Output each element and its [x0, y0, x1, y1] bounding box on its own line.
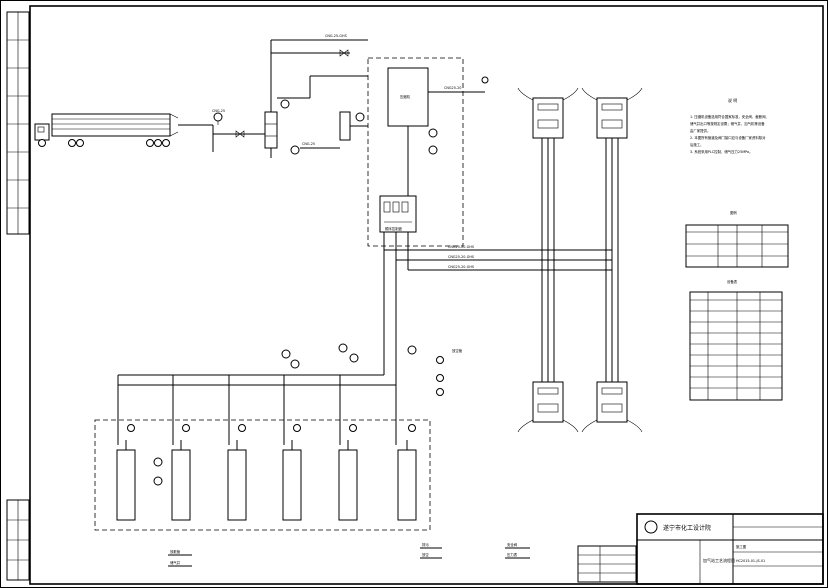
notes-line: 后施工。 — [690, 142, 704, 147]
bottom-label: 放空 — [422, 552, 429, 557]
svg-text:CNG-25: CNG-25 — [302, 142, 315, 146]
drain-valve — [153, 476, 163, 486]
top-line-tag: CNG-25-GHS — [325, 34, 347, 38]
drain-valve — [153, 457, 163, 467]
institute-logo-icon — [644, 520, 658, 534]
notes-line: 1. 压缩机设备选用符合国家标准，安全阀、截断阀、 — [690, 114, 769, 119]
legend-table: 图例 — [685, 210, 789, 268]
storage-area: 放空管 — [94, 343, 463, 531]
sequence-panel: 顺序控制盘 — [379, 195, 417, 233]
bottom-label: 储气井 — [170, 560, 181, 565]
feed-line: CNG-25 — [178, 109, 265, 152]
top-bypass-line: CNG-25-GHS — [271, 34, 368, 57]
dispenser-group — [517, 87, 643, 433]
dispenser — [517, 381, 579, 433]
compressor-label: 压缩机 — [400, 94, 411, 99]
storage-cylinder — [282, 375, 302, 521]
dryer — [264, 40, 368, 158]
sequence-panel-label: 顺序控制盘 — [385, 226, 403, 231]
institute-name: 遂宁市化工设计院 — [663, 524, 711, 532]
bottom-label: 安全阀 — [507, 542, 518, 547]
equipment-table-heading: 设备表 — [727, 279, 738, 284]
bottom-label: 压力表 — [507, 552, 518, 557]
header-c-tag: CNG25-20-GHS — [448, 265, 474, 269]
supply-headers: CNG25-20-GHS CNG25-20-GHS CNG25-20-GHS — [383, 232, 612, 385]
header-b-tag: CNG25-20-GHS — [448, 255, 474, 259]
bottom-label: 放散管 — [170, 549, 181, 554]
notes-heading: 说 明 — [728, 97, 737, 103]
revision-table — [577, 545, 637, 583]
notes-line: 储气井出口等按规定设置；储气井、加气机等设备 — [690, 121, 765, 126]
revision-strip — [6, 11, 30, 581]
legend-heading: 图例 — [730, 210, 737, 215]
tube-trailer — [34, 113, 179, 147]
notes-line: 2. 本图所有管道及阀门接口应与设备厂家资料核对 — [690, 135, 766, 140]
bottom-label: 排污 — [422, 542, 429, 547]
compressor — [387, 67, 429, 127]
drawing-number: HC2015-01-JS-01 — [736, 559, 765, 563]
storage-cylinder — [171, 375, 191, 521]
dispenser — [581, 87, 643, 139]
storage-cylinder — [338, 375, 358, 521]
drawing-title: 加气站工艺流程图 — [703, 557, 735, 563]
vent-tag: 放空管 — [452, 348, 463, 353]
feed-tag: CNG-25 — [212, 109, 225, 113]
sheet-inner-border — [29, 5, 824, 585]
svg-text:CNG25-20: CNG25-20 — [444, 86, 461, 90]
storage-cylinder — [395, 385, 417, 521]
storage-cylinder — [227, 375, 247, 521]
header-a-tag: CNG25-20-GHS — [448, 245, 474, 249]
notes-block: 说 明 1. 压缩机设备选用符合国家标准，安全阀、截断阀、 储气井出口等按规定设… — [690, 97, 769, 154]
drawing-stage: 施工图 — [736, 544, 747, 549]
dispenser — [581, 381, 643, 433]
notes-line: 由厂家提供。 — [690, 128, 710, 133]
bottom-labels: 放散管 储气井 排污 放空 安全阀 压力表 — [168, 542, 530, 567]
dispenser — [517, 87, 579, 139]
equipment-table: 设备表 — [689, 279, 783, 401]
notes-line: 3. 系统采用PLC控制，储气压力25MPa。 — [690, 149, 753, 154]
storage-cylinder — [116, 375, 136, 521]
compressor-skid: 压缩机 CNG25-20 CNG-25 — [300, 57, 489, 247]
title-block: 遂宁市化工设计院 加气站工艺流程图 施工图 HC2015-01-JS-01 — [636, 513, 824, 585]
